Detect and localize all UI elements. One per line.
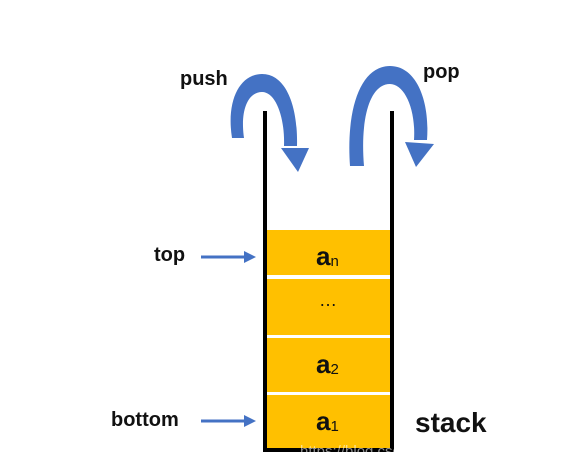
top-pointer-arrow-icon xyxy=(201,251,256,263)
bottom-pointer-arrow-icon xyxy=(201,415,256,427)
stack-label: stack xyxy=(415,407,487,438)
cell-label-a1: a1 xyxy=(316,406,339,436)
push-label: push xyxy=(180,68,228,90)
stack-cell-a1 xyxy=(266,395,391,448)
watermark: https://blog.csdn.net/weixin_49638344 xyxy=(300,443,555,460)
top-label: top xyxy=(154,244,185,266)
stack-cell-a2 xyxy=(266,338,391,392)
stack-cell-ellipsis xyxy=(266,279,391,335)
cell-label-ellipsis: … xyxy=(319,290,337,310)
push-arrow-icon xyxy=(230,74,309,172)
stack-cell-an xyxy=(266,230,391,275)
cell-label-an: an xyxy=(316,241,339,271)
stack-cells xyxy=(266,230,391,448)
bottom-label: bottom xyxy=(111,409,179,431)
cell-label-a2: a2 xyxy=(316,349,339,379)
pop-arrow-icon xyxy=(349,66,434,167)
stack-container xyxy=(263,111,394,452)
pop-label: pop xyxy=(423,61,460,83)
